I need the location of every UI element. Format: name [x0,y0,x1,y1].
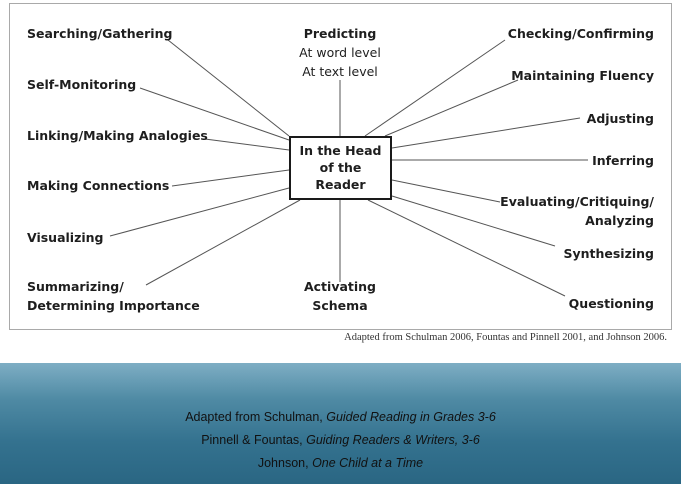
label-synthesizing: Synthesizing [563,246,654,261]
label-making-connections: Making Connections [27,178,170,193]
center-line1: In the Head [299,143,382,158]
connector-visualizing [109,187,290,237]
label-summarizing-line2: Determining Importance [27,298,200,313]
label-activating-schema: Activating Schema [290,277,390,315]
connector-summarizing [145,199,301,286]
connector-questioning [367,199,566,297]
label-inferring: Inferring [592,153,654,168]
connector-linking [204,138,290,151]
label-evaluating-line2: Analyzing [585,213,654,228]
citation-3-title: One Child at a Time [312,456,424,470]
slide-footer: Adapted from Schulman, Guided Reading in… [0,363,681,484]
label-adjusting: Adjusting [586,111,654,126]
label-predicting-text-level: At text level [302,64,378,79]
label-predicting-title: Predicting [303,26,377,41]
connector-synthesizing [391,195,556,247]
label-searching-gathering: Searching/Gathering [27,26,173,41]
attribution-text: Adapted from Schulman 2006, Fountas and … [344,332,667,343]
label-summarizing-line1: Summarizing/ [27,279,124,294]
citation-1-title: Guided Reading in Grades 3-6 [326,410,496,424]
citation-2-author: Pinnell & Fountas, [201,433,307,447]
citation-2-title: Guiding Readers & Writers, 3-6 [306,433,480,447]
label-activating-line1: Activating [303,279,377,294]
label-questioning: Questioning [568,296,654,311]
connector-evaluating [391,179,501,203]
label-checking-confirming: Checking/Confirming [507,26,654,41]
label-evaluating-line1: Evaluating/Critiquing/ [500,194,654,209]
citation-1-author: Adapted from Schulman, [185,410,327,424]
label-evaluating: Evaluating/Critiquing/ Analyzing [500,192,654,230]
center-box: In the Head of the Reader [289,136,392,200]
citation-2: Pinnell & Fountas, Guiding Readers & Wri… [0,433,681,447]
citation-1: Adapted from Schulman, Guided Reading in… [0,410,681,424]
connector-fluency [384,79,519,137]
citation-3: Johnson, One Child at a Time [0,456,681,470]
connector-checking [364,39,506,137]
label-activating-line2: Schema [312,298,368,313]
connector-lines [109,39,588,297]
center-line3: Reader [315,177,366,192]
center-line2: of the [319,160,362,175]
label-visualizing: Visualizing [27,230,104,245]
label-linking-making-analogies: Linking/Making Analogies [27,128,208,143]
connector-self-monitoring [139,87,290,141]
label-self-monitoring: Self-Monitoring [27,77,137,92]
connector-searching [167,39,290,137]
label-predicting: Predicting At word level At text level [290,24,390,81]
connector-adjusting [391,117,581,149]
label-maintaining-fluency: Maintaining Fluency [511,68,654,83]
citation-3-author: Johnson, [257,456,313,470]
label-predicting-word-level: At word level [299,45,381,60]
connector-connections [171,169,290,187]
label-summarizing: Summarizing/ Determining Importance [27,277,200,315]
